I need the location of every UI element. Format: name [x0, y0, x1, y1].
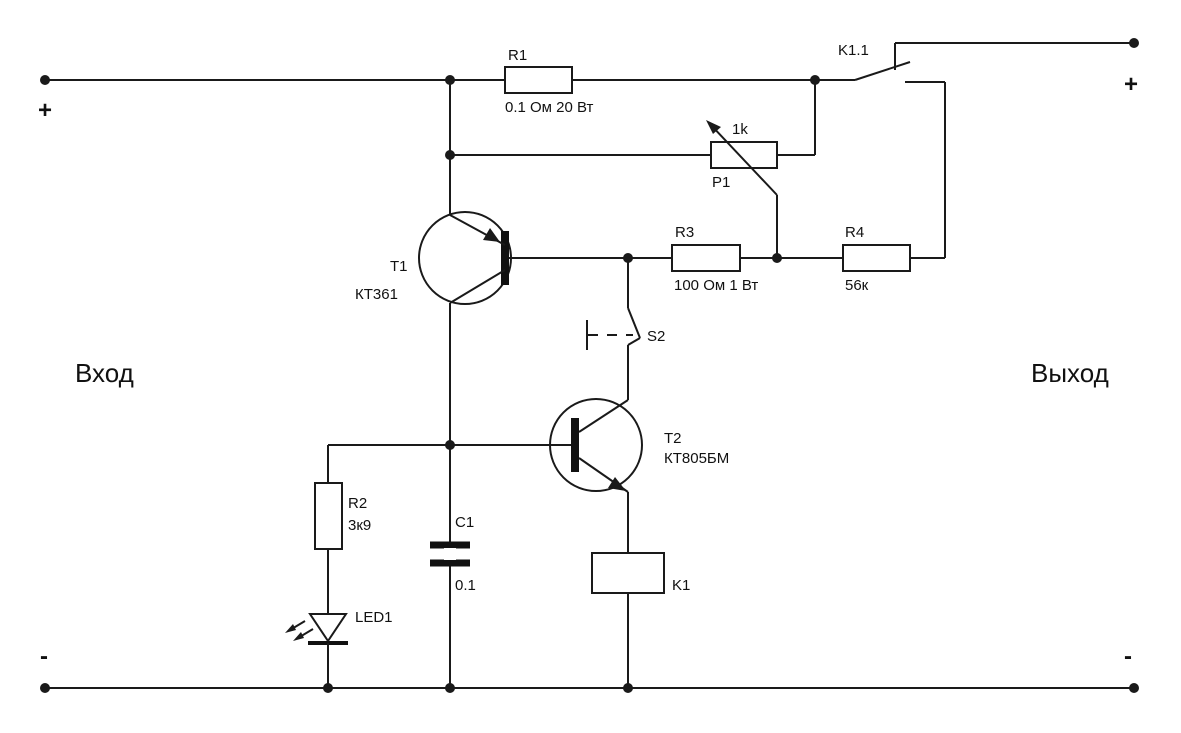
- output-minus-sign: -: [1124, 643, 1132, 670]
- output-label: Выход: [1031, 358, 1109, 388]
- output-plus-sign: +: [1124, 71, 1138, 98]
- p1-value: 1k: [732, 121, 748, 138]
- r2-value: 3к9: [348, 517, 371, 534]
- r2-name: R2: [348, 495, 367, 512]
- r1-resistor: [504, 66, 573, 94]
- r3-value: 100 Ом 1 Вт: [674, 277, 758, 294]
- r1-name: R1: [508, 47, 527, 64]
- r1-value: 0.1 Ом 20 Вт: [505, 99, 594, 116]
- t1-type: КТ361: [355, 286, 398, 303]
- p1-adjust-arrow: [706, 120, 778, 196]
- k1-1-relay-contact: [854, 42, 1134, 258]
- t1-name: T1: [390, 258, 408, 275]
- r3-resistor: [671, 244, 741, 272]
- k1-name: K1: [672, 577, 690, 594]
- r4-name: R4: [845, 224, 864, 241]
- t2-transistor: [549, 398, 643, 493]
- p1-branch-wires: [450, 80, 816, 156]
- p1-name: P1: [712, 174, 730, 191]
- c1-capacitor: [430, 541, 470, 567]
- led1-diode: [285, 613, 348, 688]
- junction-dots: [40, 38, 1139, 693]
- input-minus-sign: -: [40, 643, 48, 670]
- t1-transistor: [418, 211, 512, 305]
- k1-1-name: K1.1: [838, 42, 869, 59]
- input-plus-sign: +: [38, 97, 52, 124]
- k1-relay-coil: [591, 552, 665, 594]
- r4-resistor: [842, 244, 911, 272]
- s2-switch: [586, 258, 641, 400]
- t2-name: T2: [664, 430, 682, 447]
- led1-name: LED1: [355, 609, 393, 626]
- s2-name: S2: [647, 328, 665, 345]
- p1-potentiometer: [710, 141, 778, 169]
- c1-value: 0.1: [455, 577, 476, 594]
- input-label: Вход: [75, 358, 134, 388]
- c1-name: C1: [455, 514, 474, 531]
- r2-resistor: [314, 482, 343, 550]
- r4-value: 56к: [845, 277, 869, 294]
- t2-type: КТ805БМ: [664, 450, 729, 467]
- r3-name: R3: [675, 224, 694, 241]
